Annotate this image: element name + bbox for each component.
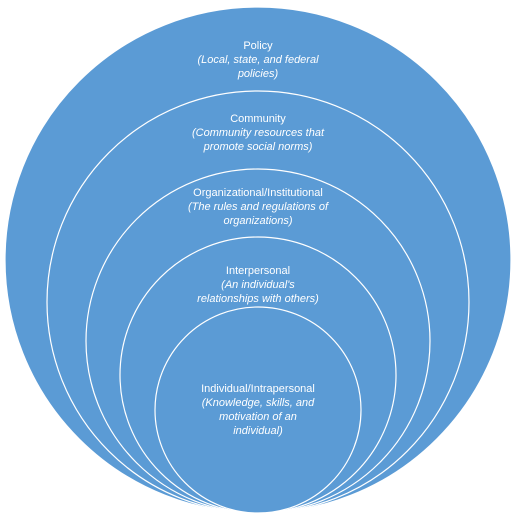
layer-interpersonal-desc-line-1: (An individual's (221, 279, 295, 291)
layer-organizational-desc-line-2: organizations) (223, 215, 292, 227)
layer-community-desc-line-1: (Community resources that (192, 127, 325, 139)
layer-community-desc-line-2: promote social norms) (203, 141, 313, 153)
layer-community-title: Community (230, 113, 286, 125)
layer-organizational-title: Organizational/Institutional (193, 187, 323, 199)
layer-policy-title: Policy (243, 40, 273, 52)
layer-policy-desc-line-2: policies) (237, 68, 279, 80)
layer-policy-desc-line-1: (Local, state, and federal (197, 54, 319, 66)
layer-individual-desc-line-2: motivation of an (219, 411, 297, 423)
layer-individual-circle (154, 306, 362, 514)
layer-organizational-desc-line-1: (The rules and regulations of (188, 201, 329, 213)
layer-interpersonal-title: Interpersonal (226, 265, 290, 277)
layer-individual-desc-line-1: (Knowledge, skills, and (202, 397, 315, 409)
layer-individual-desc-line-3: individual) (233, 425, 283, 437)
layer-interpersonal-desc-line-2: relationships with others) (197, 293, 319, 305)
layer-individual-title: Individual/Intrapersonal (201, 383, 315, 395)
